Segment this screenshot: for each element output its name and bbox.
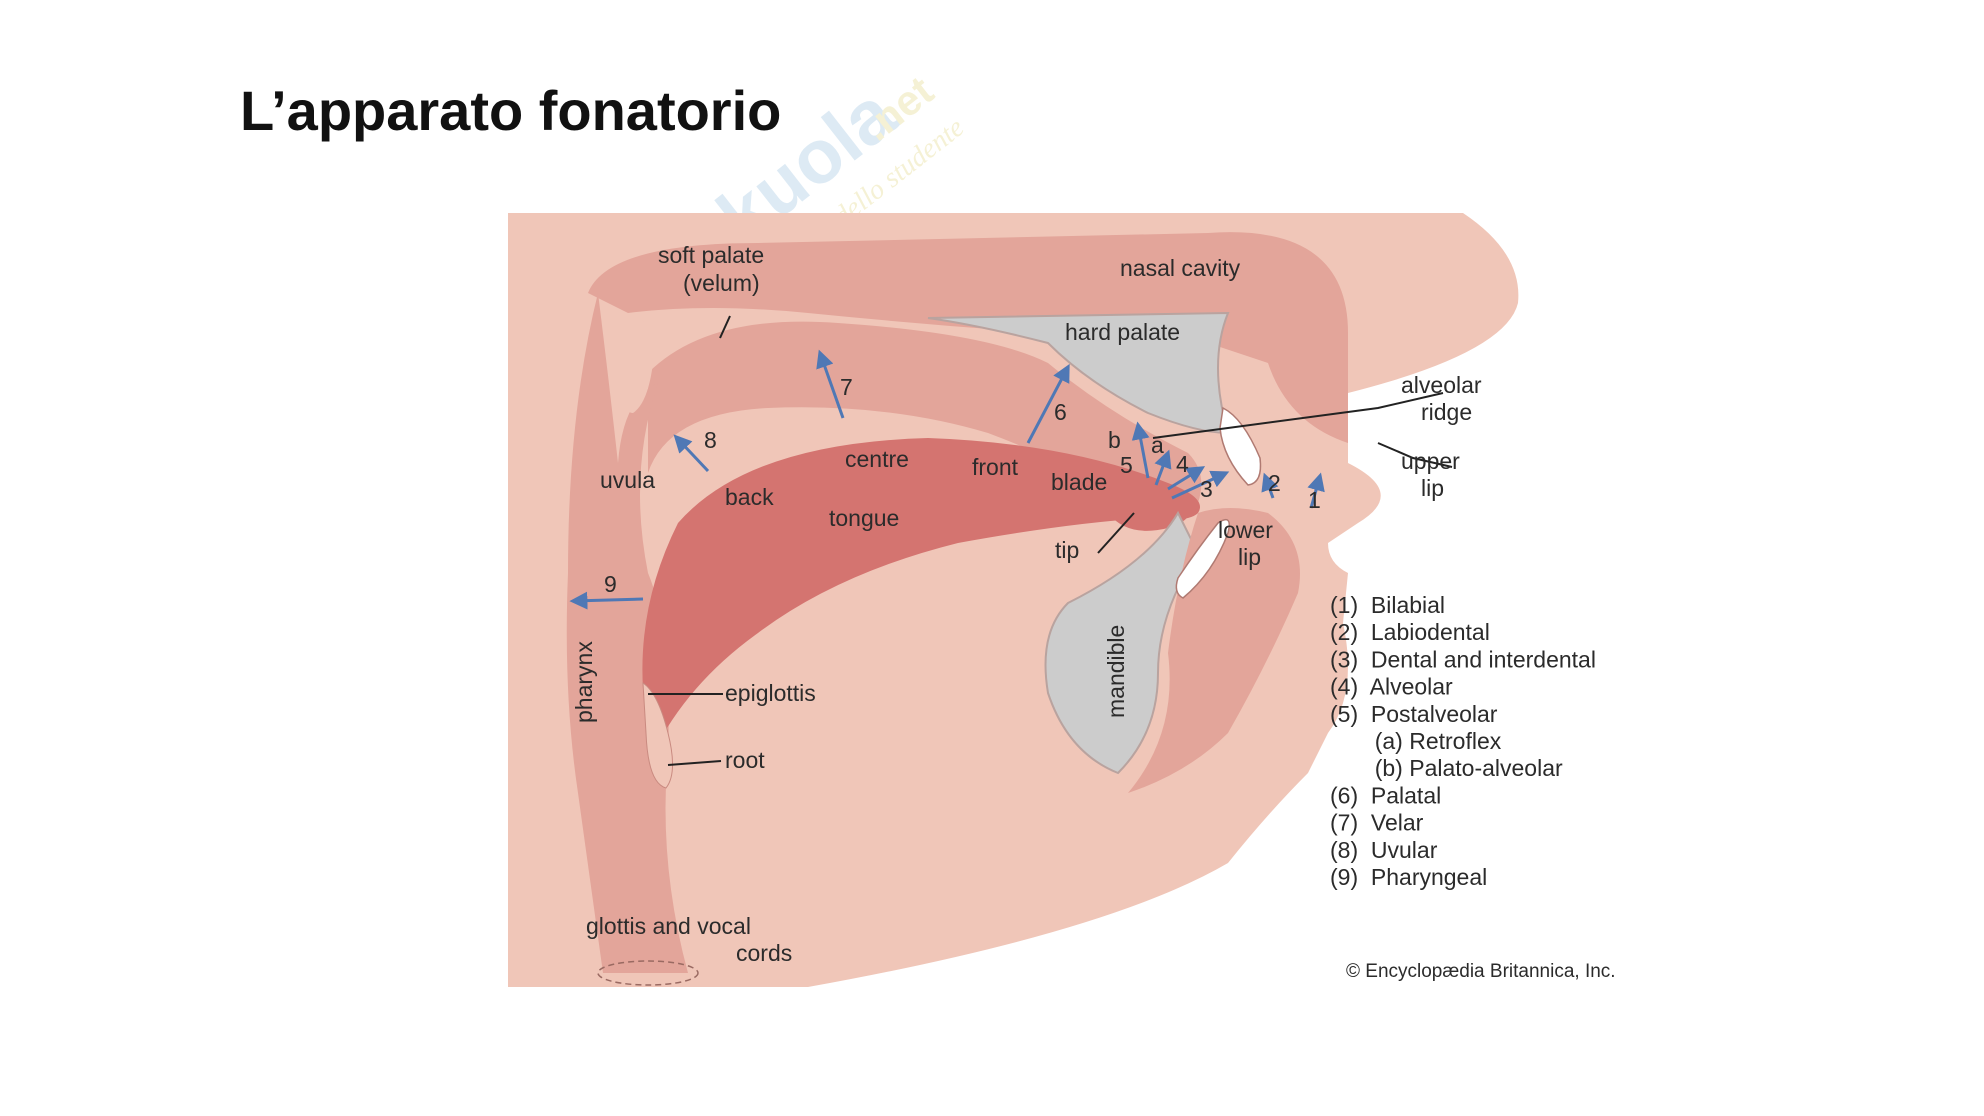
legend-item: (5) Postalveolar xyxy=(1330,701,1498,727)
legend-item: (7) Velar xyxy=(1330,810,1424,836)
copyright: © Encyclopædia Britannica, Inc. xyxy=(1346,961,1616,982)
legend-item: (b) Palato-alveolar xyxy=(1330,755,1563,781)
arrow-number-4: 4 xyxy=(1176,451,1189,477)
legend-item: (4) Alveolar xyxy=(1330,674,1453,700)
svg-text:.net: .net xyxy=(854,67,942,150)
vocal-tract-diagram: 1 2 3 4 5 6 7 8 9 a b soft palate (velum… xyxy=(508,213,1754,987)
legend-item: (8) Uvular xyxy=(1330,837,1438,863)
label-soft-palate: soft palate xyxy=(658,242,764,268)
arrow-9 xyxy=(573,599,643,601)
label-centre: centre xyxy=(845,446,909,472)
arrow-number-7: 7 xyxy=(840,374,853,400)
label-upper: upper xyxy=(1401,448,1460,474)
label-back: back xyxy=(725,484,774,510)
label-vocal-cords: cords xyxy=(736,940,792,966)
arrow-number-6: 6 xyxy=(1054,399,1067,425)
label-upper-lip: lip xyxy=(1421,475,1444,501)
label-ridge: ridge xyxy=(1421,399,1472,425)
legend-item: (6) Palatal xyxy=(1330,782,1441,808)
label-pharynx: pharynx xyxy=(571,641,597,723)
label-front: front xyxy=(972,454,1019,480)
label-tip: tip xyxy=(1055,537,1079,563)
label-uvula: uvula xyxy=(600,467,655,493)
label-root: root xyxy=(725,747,765,773)
label-epiglottis: epiglottis xyxy=(725,680,816,706)
arrow-letter-b: b xyxy=(1108,427,1121,453)
arrow-number-9: 9 xyxy=(604,571,617,597)
arrow-number-1: 1 xyxy=(1308,487,1321,513)
label-blade: blade xyxy=(1051,469,1107,495)
label-nasal-cavity: nasal cavity xyxy=(1120,255,1241,281)
legend-item: (2) Labiodental xyxy=(1330,619,1490,645)
label-glottis: glottis and vocal xyxy=(586,913,751,939)
slide-title: L’apparato fonatorio xyxy=(240,78,781,143)
arrow-number-8: 8 xyxy=(704,427,717,453)
label-alveolar: alveolar xyxy=(1401,372,1482,398)
label-mandible: mandible xyxy=(1103,625,1129,718)
arrow-letter-a: a xyxy=(1151,432,1164,458)
label-lower: lower xyxy=(1218,517,1273,543)
label-tongue: tongue xyxy=(829,505,899,531)
arrow-number-5: 5 xyxy=(1120,452,1133,478)
label-lower-lip: lip xyxy=(1238,544,1261,570)
vocal-tract-svg: 1 2 3 4 5 6 7 8 9 a b soft palate (velum… xyxy=(508,213,1754,987)
arrow-number-2: 2 xyxy=(1268,470,1281,496)
legend-item: (a) Retroflex xyxy=(1330,728,1502,754)
arrow-number-3: 3 xyxy=(1200,476,1213,502)
label-velum: (velum) xyxy=(683,270,760,296)
legend-item: (9) Pharyngeal xyxy=(1330,864,1487,890)
legend-item: (1) Bilabial xyxy=(1330,592,1445,618)
legend-item: (3) Dental and interdental xyxy=(1330,646,1596,672)
label-hard-palate: hard palate xyxy=(1065,319,1180,345)
